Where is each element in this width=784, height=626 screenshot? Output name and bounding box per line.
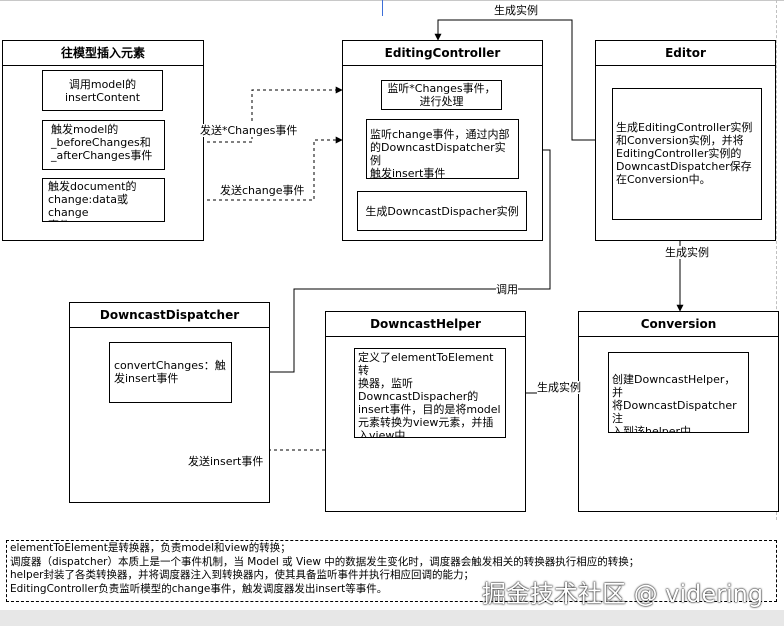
edge-label-send-change: 发送change事件 [220,184,305,197]
watermark-text: 掘金技术社区 @ videring [482,580,764,608]
top-border-line [0,0,784,7]
edge-label-call: 调用 [496,283,518,296]
container-title: Conversion [579,312,778,337]
node-call-insert-content: 调用model的 insertContent [42,70,163,111]
page-edge-guide [776,0,777,520]
container-title: DowncastDispatcher [70,303,269,328]
edge-label-generate-helper: 生成实例 [537,381,581,394]
node-trigger-document-change: 触发document的 change:data或change 事件 [42,178,165,222]
node-convert-changes: convertChanges：触 发insert事件 [109,342,232,403]
container-title: Editor [596,41,775,66]
node-editor-description: 生成EditingController实例 和Conversion实例，并将 E… [612,88,762,220]
node-create-helper: 创建DowncastHelper，并 将DowncastDispatcher注 … [608,352,749,433]
node-listen-changes: 监听*Changes事件， 进行处理 [381,80,502,110]
edge-send-change [165,136,343,201]
edge-send-changes [165,86,343,143]
node-trigger-before-after-changes: 触发model的 _beforeChanges和 _afterChanges事件 [42,120,165,170]
node-listen-change: 监听change事件，通过内部 的DowncastDispatcher实例 触发… [366,119,519,179]
container-title: 往模型插入元素 [3,41,203,66]
bottom-grey-band [0,610,784,626]
note-line: EditingController负责监听模型的change事件，触发调度器发出… [10,582,388,595]
edge-generate-editing-controller [434,19,612,141]
container-title: EditingController [343,41,542,66]
node-element-to-element: 定义了elementToElement转 换器，监听 DowncastDispa… [354,348,506,438]
container-title: DowncastHelper [326,312,525,337]
note-line: 调度器（dispatcher）本质上是一个事件机制，当 Model 或 View… [10,555,640,568]
top-cursor-line [382,0,383,16]
note-line: helper封装了各类转换器，并将调度器注入到转换器内，使其具备监听事件并执行相… [10,569,474,581]
note-line: elementToElement是转换器，负责model和view的转换； [10,542,291,554]
edge-label-generate-top: 生成实例 [494,4,538,17]
edge-label-generate-conversion: 生成实例 [665,246,709,259]
edge-label-send-changes: 发送*Changes事件 [200,124,298,137]
note-box: elementToElement是转换器，负责model和view的转换； 调度… [6,540,777,602]
edge-label-send-insert: 发送insert事件 [188,455,264,468]
edge-call [231,149,551,376]
node-create-dispatcher: 生成DowncastDispacher实例 [357,191,527,231]
